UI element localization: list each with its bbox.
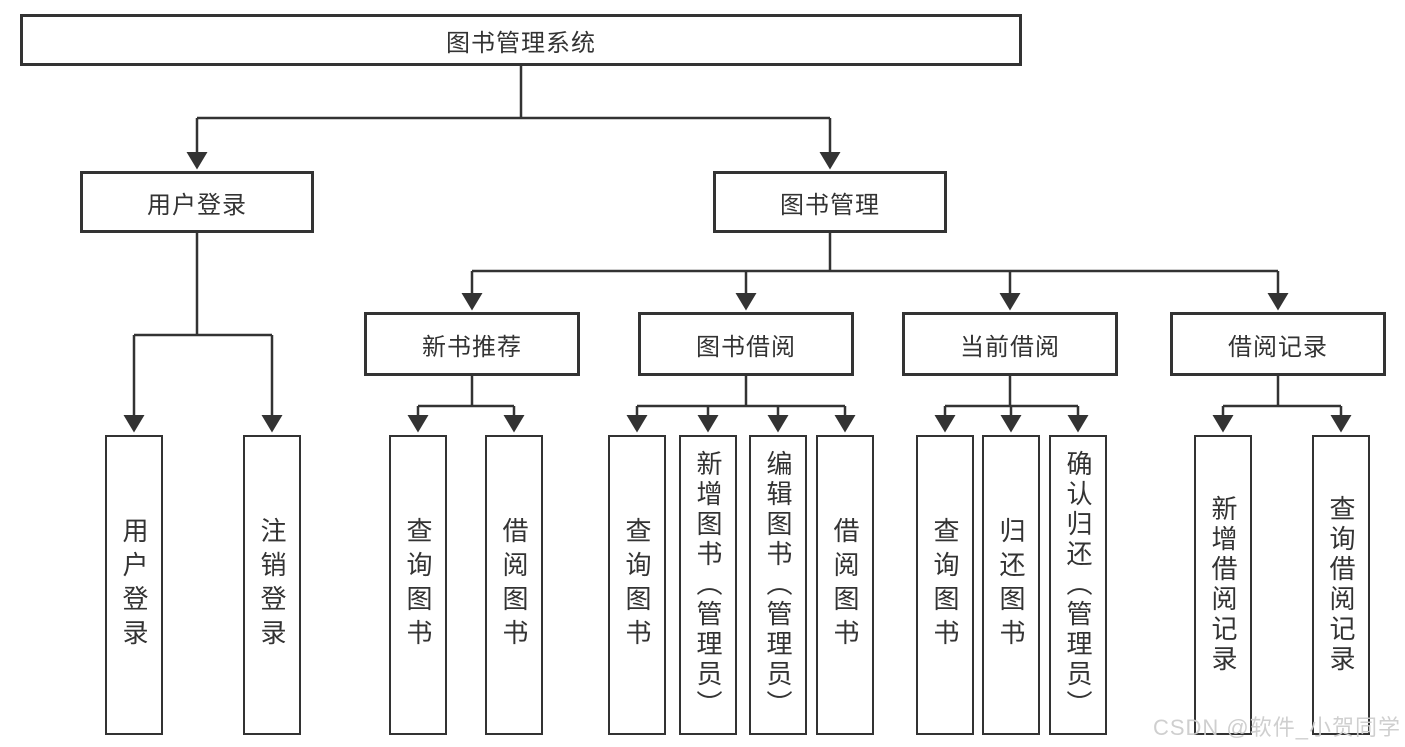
node-current-borrow: 当前借阅 [902, 312, 1118, 376]
leaf-borrow-borrow-books: 借阅图书 [816, 435, 874, 735]
node-library-system: 图书管理系统 [20, 14, 1022, 66]
leaf-borrow-add-book-admin: 新增图书（管理员） [679, 435, 737, 735]
leaf-current-return-books: 归还图书 [982, 435, 1040, 735]
leaf-current-query-books: 查询图书 [916, 435, 974, 735]
node-borrow-records: 借阅记录 [1170, 312, 1386, 376]
leaf-logout: 注销登录 [243, 435, 301, 735]
leaf-borrow-edit-book-admin: 编辑图书（管理员） [749, 435, 807, 735]
leaf-records-query-record: 查询借阅记录 [1312, 435, 1370, 735]
leaf-recommend-query-books: 查询图书 [389, 435, 447, 735]
leaf-recommend-borrow-books: 借阅图书 [485, 435, 543, 735]
node-new-book-recommend: 新书推荐 [364, 312, 580, 376]
csdn-watermark: CSDN @软件_小贺同学 [1152, 715, 1401, 740]
leaf-records-add-record: 新增借阅记录 [1194, 435, 1252, 735]
node-book-borrow: 图书借阅 [638, 312, 854, 376]
node-book-management: 图书管理 [713, 171, 947, 233]
node-user-login: 用户登录 [80, 171, 314, 233]
leaf-user-login: 用户登录 [105, 435, 163, 735]
leaf-current-confirm-return-admin: 确认归还（管理员） [1049, 435, 1107, 735]
leaf-borrow-query-books: 查询图书 [608, 435, 666, 735]
